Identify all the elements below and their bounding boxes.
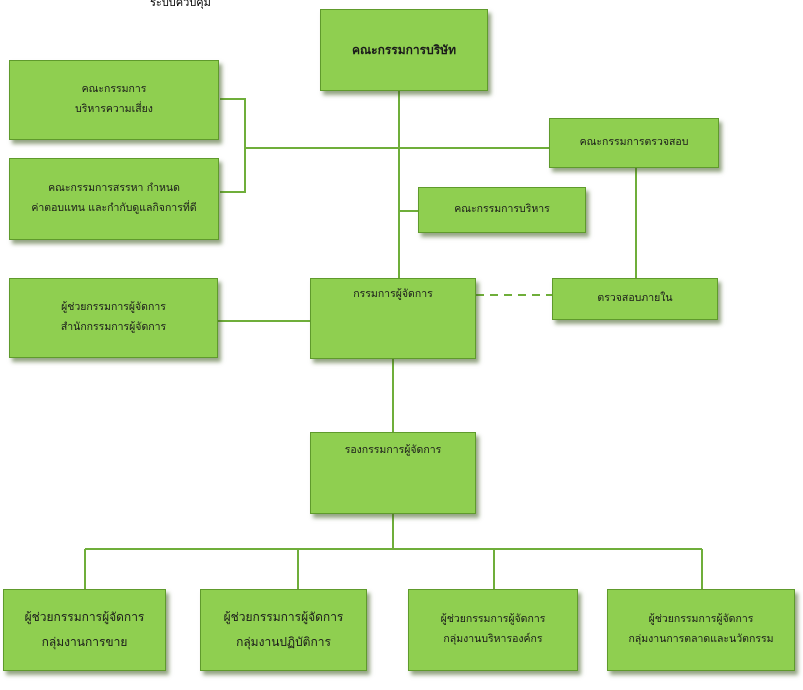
node-asst-marketing: ผู้ช่วยกรรมการผู้จัดการ กลุ่มงานการตลาดแ… (607, 589, 795, 671)
node-board-label: คณะกรรมการบริษัท (351, 42, 456, 57)
node-asst-admin-line-2: กลุ่มงานบริหารองค์กร (443, 633, 543, 645)
node-board: คณะกรรมการบริษัท (320, 9, 488, 91)
node-risk-line-1: คณะกรรมการ (81, 83, 147, 96)
node-asst-admin-line-1: ผู้ช่วยกรรมการผู้จัดการ (440, 613, 546, 626)
node-asst-ops-line-2: กลุ่มงานปฏิบัติการ (236, 635, 331, 649)
node-risk-committee: คณะกรรมการ บริหารความเสี่ยง (9, 60, 219, 140)
node-nomination-line-1: คณะกรรมการสรรหา กำหนด (48, 182, 180, 195)
node-asst-operations: ผู้ช่วยกรรมการผู้จัดการ กลุ่มงานปฏิบัติก… (200, 589, 367, 671)
node-nomination-line-2: ค่าตอบแทน และกำกับดูแลกิจการที่ดี (31, 202, 197, 214)
node-md-label: กรรมการผู้จัดการ (353, 288, 433, 300)
node-asst-sales: ผู้ช่วยกรรมการผู้จัดการ กลุ่มงานการขาย (3, 589, 166, 671)
node-asst-sales-line-1: ผู้ช่วยกรรมการผู้จัดการ (24, 609, 145, 624)
node-asst-marketing-line-1: ผู้ช่วยกรรมการผู้จัดการ (648, 613, 754, 626)
node-md-office-line-2: สำนักกรรมการผู้จัดการ (60, 321, 167, 333)
connector-left-bracket (220, 98, 246, 193)
node-executive-committee: คณะกรรมการบริหาร (418, 187, 586, 233)
node-asst-ops-line-1: ผู้ช่วยกรรมการผู้จัดการ (223, 609, 344, 624)
node-asst-marketing-line-2: กลุ่มงานการตลาดและนวัตกรรม (628, 633, 774, 645)
node-managing-director: กรรมการผู้จัดการ (310, 278, 476, 359)
node-md-office-assistant: ผู้ช่วยกรรมการผู้จัดการ สำนักกรรมการผู้จ… (9, 278, 218, 358)
node-audit-committee: คณะกรรมการตรวจสอบ (549, 118, 719, 168)
node-deputy-label: รองกรรมการผู้จัดการ (344, 444, 442, 456)
node-md-office-line-1: ผู้ช่วยกรรมการผู้จัดการ (61, 301, 166, 314)
node-nomination-committee: คณะกรรมการสรรหา กำหนด ค่าตอบแทน และกำกับ… (9, 158, 219, 240)
node-deputy-md: รองกรรมการผู้จัดการ (310, 432, 476, 514)
node-audit-label: คณะกรรมการตรวจสอบ (579, 136, 689, 149)
node-internal-audit-label: ตรวจสอบภายใน (597, 292, 673, 305)
node-executive-label: คณะกรรมการบริหาร (454, 203, 550, 216)
node-risk-line-2: บริหารความเสี่ยง (75, 103, 153, 115)
node-asst-admin: ผู้ช่วยกรรมการผู้จัดการ กลุ่มงานบริหารอง… (408, 589, 578, 671)
header-fragment: ระบบควบคุม (150, 0, 211, 9)
node-asst-sales-line-2: กลุ่มงานการขาย (41, 635, 128, 649)
node-internal-audit: ตรวจสอบภายใน (552, 278, 718, 320)
